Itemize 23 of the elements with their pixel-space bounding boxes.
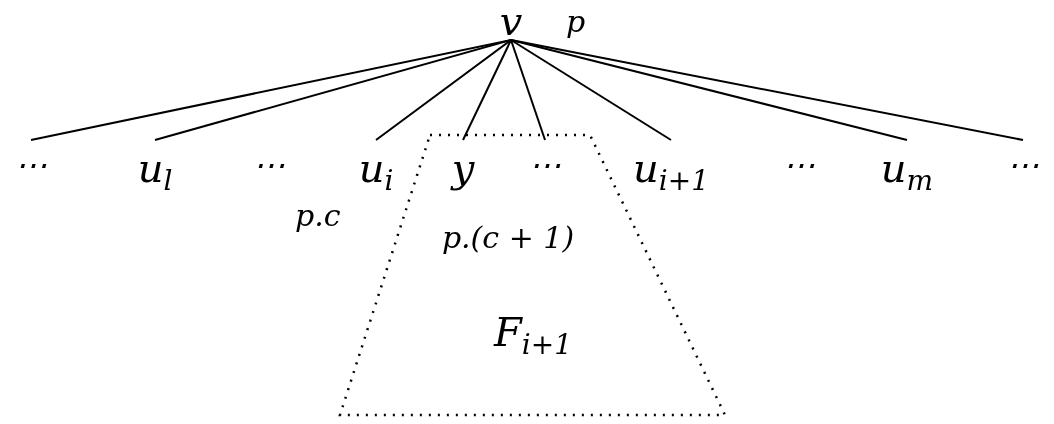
tree-edge — [510, 39, 908, 141]
subtree-label: F$_{i+1}$ — [492, 308, 573, 356]
math-label: p — [566, 4, 586, 40]
tree-edge — [510, 39, 672, 141]
vertex-label: y — [449, 144, 476, 193]
vertex-label: u$_{m}$ — [879, 144, 935, 196]
vertex-label: u$_{i}$ — [357, 144, 395, 196]
tree-edge — [462, 39, 512, 141]
tree-edge — [30, 39, 512, 141]
ellipsis: ⋯ — [252, 145, 286, 186]
ellipsis: ⋯ — [528, 145, 562, 186]
vertex-label: v — [498, 0, 524, 42]
vertex-label: u$_{i+1}$ — [632, 144, 710, 196]
ellipsis: ⋯ — [1006, 145, 1040, 186]
ellipsis: ⋯ — [782, 145, 816, 186]
vertex-label: u$_{l}$ — [136, 144, 174, 196]
ellipsis: ⋯ — [14, 145, 48, 186]
math-label: p.c — [295, 198, 341, 234]
tree-edge — [375, 39, 512, 141]
math-label: p.(c + 1) — [440, 219, 576, 257]
tree-edge — [154, 39, 512, 141]
tree-edge — [510, 39, 546, 141]
tree-edge — [510, 39, 1024, 141]
